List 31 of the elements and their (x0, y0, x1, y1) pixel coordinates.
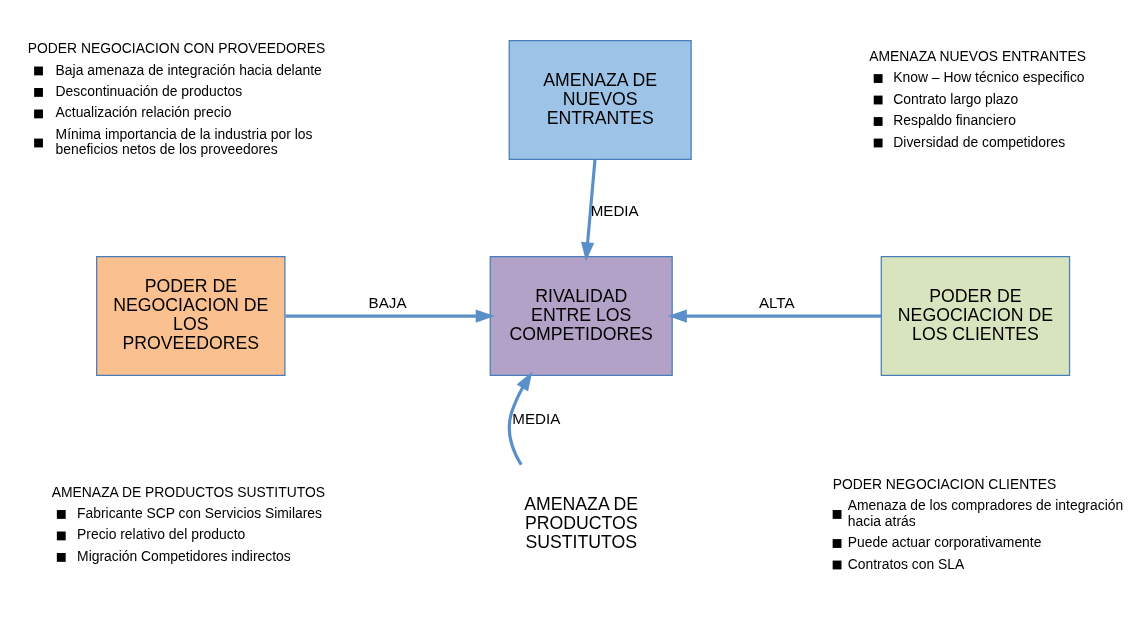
node-box: PODER DE NEGOCIACION DE LOS PROVEEDORES (96, 256, 286, 377)
edge-label: BAJA (368, 293, 407, 311)
label: Precio relativo del producto (77, 526, 246, 543)
label: AMENAZA DE PRODUCTOS SUSTITUTOS (51, 483, 325, 500)
arrow (507, 371, 533, 466)
label: Migración Competidores indirectos (77, 547, 291, 564)
arrow (667, 309, 882, 323)
label: Mínima importancia de la industria por los beneficios netos de los proveedores (55, 125, 313, 158)
label: Fabricante SCP con Servicios Similares (77, 504, 323, 521)
label: Contrato largo plazo (893, 90, 1019, 107)
label: Descontinuación de productos (55, 82, 243, 99)
label: PODER NEGOCIACION CON PROVEEDORES (27, 40, 326, 57)
arrow (285, 309, 495, 323)
label: Respaldo financiero (893, 112, 1016, 129)
edge-label: MEDIA (590, 201, 639, 219)
edge-label: ALTA (758, 293, 795, 311)
node-text: AMENAZA DE PRODUCTOS SUSTITUTOS (524, 494, 639, 553)
node-box: RIVALIDAD ENTRE LOS COMPETIDORES (489, 256, 673, 377)
node-box: PODER DE NEGOCIACION DE LOS CLIENTES (880, 256, 1071, 377)
arrow (581, 159, 597, 262)
node-box: AMENAZA DE NUEVOS ENTRANTES (508, 40, 692, 161)
label: Diversidad de competidores (893, 133, 1066, 150)
label: Baja amenaza de integración hacia delante (55, 61, 322, 78)
label: Contratos con SLA (847, 555, 965, 572)
label: Actualización relación precio (55, 104, 232, 121)
label: Amenaza de los compradores de integración hacia atrás (847, 497, 1124, 529)
label: AMENAZA NUEVOS ENTRANTES (869, 47, 1086, 64)
label: Puede actuar corporativamente (847, 534, 1042, 551)
label: Know – How técnico especifico (893, 69, 1085, 86)
label: PODER NEGOCIACION CLIENTES (832, 475, 1057, 492)
edge-label: MEDIA (512, 410, 561, 428)
